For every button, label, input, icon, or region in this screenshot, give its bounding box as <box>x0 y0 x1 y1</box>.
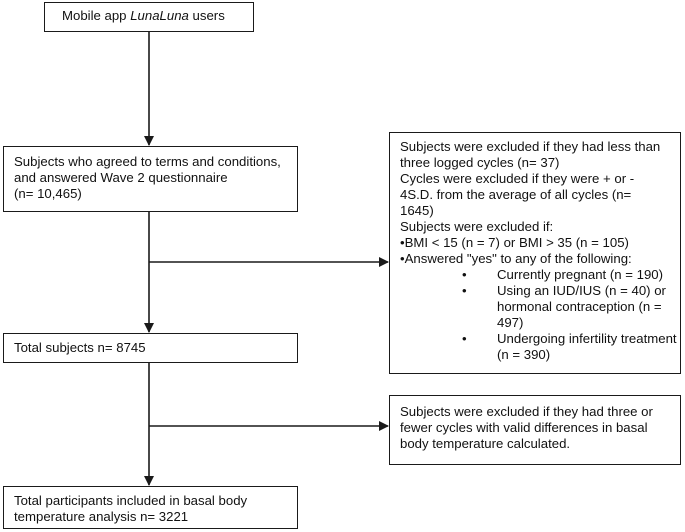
agreed-line-3: (n= 10,465) <box>14 186 82 201</box>
exclusion-1-line-3: Cycles were excluded if they were + or - <box>400 171 635 186</box>
exclusion-1-line-7: •BMI < 15 (n = 7) or BMI > 35 (n = 105) <box>400 235 629 250</box>
app-name: LunaLuna <box>130 8 189 23</box>
exclusion-1-line-5: 1645) <box>400 203 434 218</box>
exclusion-sub-item: • Currently pregnant (n = 190) <box>400 267 674 283</box>
agreed-subjects-box: Subjects who agreed to terms and conditi… <box>3 146 298 212</box>
total-subjects-box: Total subjects n= 8745 <box>3 333 298 363</box>
app-users-box: Mobile app LunaLuna users <box>44 2 254 32</box>
app-users-prefix: Mobile app <box>62 8 131 23</box>
app-users-label: Mobile app LunaLuna users <box>62 8 253 24</box>
exclusion-1-line-4: 4S.D. from the average of all cycles (n= <box>400 187 632 202</box>
total-subjects-label: Total subjects n= 8745 <box>14 340 146 355</box>
exclusion-1-line-6: Subjects were excluded if: <box>400 219 554 234</box>
exclusion-sub-item: • Undergoing infertility treatment (n = … <box>400 331 677 363</box>
exclusion-2-line-1: Subjects were excluded if they had three… <box>400 404 653 419</box>
exclusion-box-2: Subjects were excluded if they had three… <box>389 395 681 465</box>
exclusion-box-1: Subjects were excluded if they had less … <box>389 132 681 374</box>
sub-item-infertility: Undergoing infertility treatment (n = 39… <box>497 331 677 362</box>
exclusion-2-line-3: body temperature calculated. <box>400 436 571 451</box>
app-users-suffix: users <box>188 8 225 23</box>
exclusion-1-line-1: Subjects were excluded if they had less … <box>400 139 661 154</box>
exclusion-2-line-2: fewer cycles with valid differences in b… <box>400 420 648 435</box>
sub-item-contraception: Using an IUD/IUS (n = 40) or hormonal co… <box>497 283 666 330</box>
participants-line-2: temperature analysis n= 3221 <box>14 509 189 524</box>
bullet-icon: • <box>462 331 467 346</box>
bullet-icon: • <box>462 283 467 298</box>
total-participants-box: Total participants included in basal bod… <box>3 486 298 529</box>
exclusion-1-line-8: •Answered "yes" to any of the following: <box>400 251 632 266</box>
exclusion-1-line-2: three logged cycles (n= 37) <box>400 155 560 170</box>
agreed-line-1: Subjects who agreed to terms and conditi… <box>14 154 281 169</box>
sub-item-pregnant: Currently pregnant (n = 190) <box>497 267 664 282</box>
agreed-line-2: and answered Wave 2 questionnaire <box>14 170 228 185</box>
participants-line-1: Total participants included in basal bod… <box>14 493 248 508</box>
bullet-icon: • <box>462 267 467 282</box>
exclusion-sub-item: • Using an IUD/IUS (n = 40) or hormonal … <box>400 283 674 331</box>
